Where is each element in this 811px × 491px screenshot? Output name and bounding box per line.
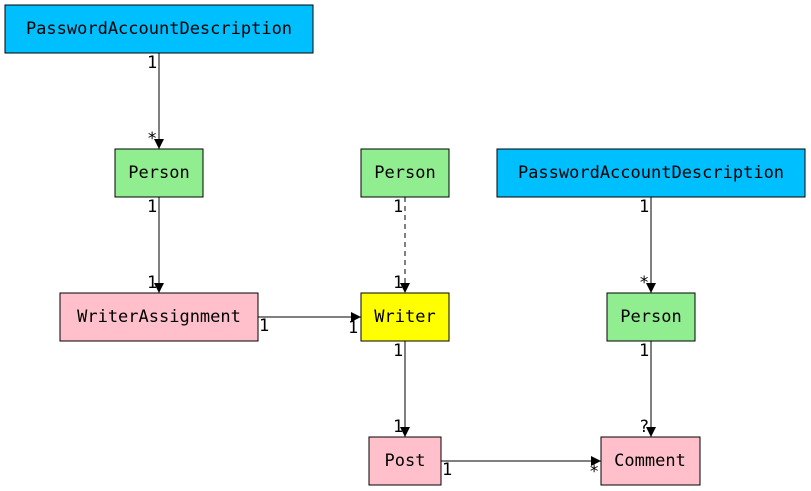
edge-head-label: ?: [639, 417, 649, 437]
class-name: Post: [385, 451, 426, 471]
class-box: [114, 148, 204, 198]
edge-head-label: *: [589, 462, 599, 482]
edge-tail-label: 1: [259, 316, 269, 336]
edge-tail-label: 1: [393, 197, 403, 217]
edge-tail-label: 1: [147, 197, 157, 217]
edge-writerassignment-writer: 1 1: [258, 312, 361, 338]
class-name: PasswordAccountDescription: [518, 163, 784, 183]
edge-head-label: *: [639, 273, 649, 293]
class-node-writerassignment[interactable]: WriterAssignment: [59, 292, 259, 342]
nodes: PasswordAccountDescription Person Person…: [4, 4, 806, 486]
class-name: Writer: [374, 307, 435, 327]
class-box: [496, 148, 806, 198]
class-node-pad1[interactable]: PasswordAccountDescription: [4, 4, 314, 54]
class-name: WriterAssignment: [77, 307, 241, 327]
edge-person1-writerassignment: 1 1: [147, 197, 164, 293]
class-box: [360, 148, 450, 198]
class-node-comment[interactable]: Comment: [600, 436, 701, 486]
class-box: [606, 292, 696, 342]
class-box: [59, 292, 259, 342]
class-node-person1[interactable]: Person: [114, 148, 204, 198]
edge-pad2-person3: 1 *: [639, 197, 656, 293]
edge-post-comment: 1 *: [441, 456, 601, 482]
class-name: Person: [620, 307, 681, 327]
class-box: [4, 4, 314, 54]
class-node-post[interactable]: Post: [368, 436, 442, 486]
class-box: [360, 292, 450, 342]
edge-person3-comment: 1 ?: [639, 341, 656, 437]
edge-tail-label: 1: [442, 460, 452, 480]
edge-person2-writer: 1 1: [393, 197, 410, 293]
edge-tail-label: 1: [393, 341, 403, 361]
edge-head-label: 1: [393, 273, 403, 293]
class-node-pad2[interactable]: PasswordAccountDescription: [496, 148, 806, 198]
class-box: [368, 436, 442, 486]
edge-head-label: 1: [147, 273, 157, 293]
edge-pad1-person1: 1 *: [147, 53, 164, 149]
edge-head-label: 1: [348, 318, 358, 338]
edges: 1 * 1 1 1 1 1 * 1 1 1: [147, 53, 656, 482]
edge-head-label: 1: [393, 417, 403, 437]
edge-writer-post: 1 1: [393, 341, 410, 437]
class-name: Person: [374, 163, 435, 183]
edge-tail-label: 1: [147, 53, 157, 73]
class-node-person3[interactable]: Person: [606, 292, 696, 342]
edge-tail-label: 1: [639, 341, 649, 361]
edge-tail-label: 1: [639, 197, 649, 217]
class-box: [600, 436, 701, 486]
class-name: Person: [128, 163, 189, 183]
class-name: PasswordAccountDescription: [26, 19, 292, 39]
class-node-person2[interactable]: Person: [360, 148, 450, 198]
class-name: Comment: [614, 451, 686, 471]
class-node-writer[interactable]: Writer: [360, 292, 450, 342]
edge-head-label: *: [147, 129, 157, 149]
